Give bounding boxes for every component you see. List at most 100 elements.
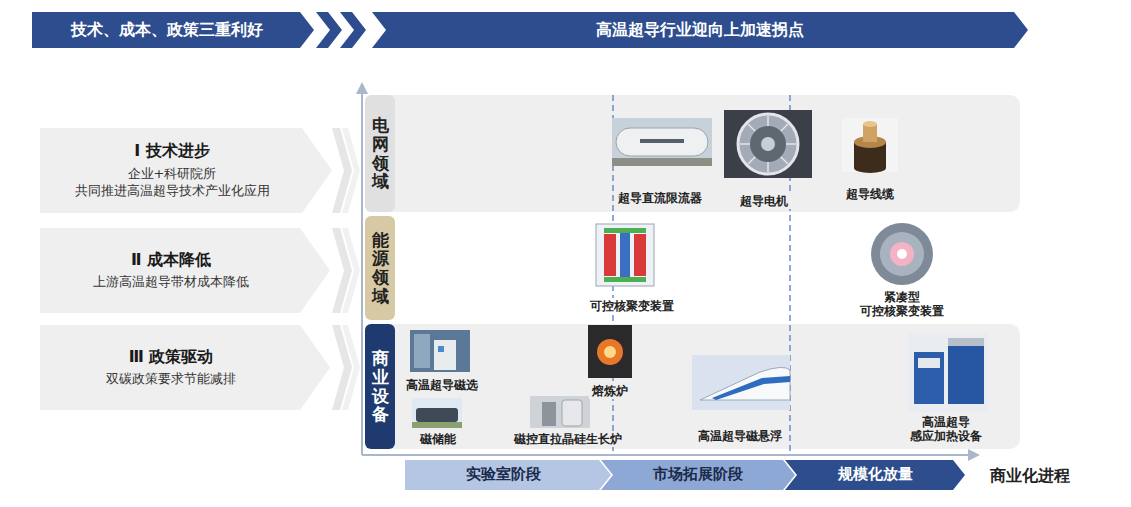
picture-ground <box>530 396 590 428</box>
band-label: 商业设备 <box>372 349 389 424</box>
machine-panel <box>438 346 444 352</box>
item-label: 熔炼炉 <box>589 383 631 399</box>
shape-fill <box>40 128 332 213</box>
picture-ground <box>412 398 462 428</box>
item-label: 高温超导 感应加热设备 <box>900 414 992 445</box>
crystal-furnace-picture <box>530 396 590 428</box>
cable-jacket <box>854 163 886 173</box>
picture-ground <box>842 118 898 172</box>
train-stripe <box>712 376 790 400</box>
driver-body: 企业+科研院所 共同推进高温超导技术产业化应用 <box>50 166 294 200</box>
driver-chevron: Ⅱ 成本降低上游高温超导带材成本降低 <box>40 228 330 313</box>
driver-body: 双碳政策要求节能减排 <box>106 371 236 388</box>
axis-label: 商业化进程 <box>987 465 1073 486</box>
band-tab: 商业设备 <box>365 324 395 449</box>
limiter-tank <box>616 128 708 156</box>
item-label: 超导线缆 <box>843 186 897 202</box>
heater-top <box>948 338 984 346</box>
plasma-glow <box>890 242 914 266</box>
picture-ground <box>908 333 988 412</box>
motor-rotor <box>750 126 786 162</box>
field-coil <box>604 234 616 276</box>
vessel-inner <box>880 232 924 276</box>
motor-spoke <box>748 124 788 164</box>
field-coil <box>634 234 646 276</box>
picture-floor <box>412 422 462 428</box>
banner-text: 高温超导行业迎向上加速拐点 <box>596 20 804 41</box>
shape-fill <box>40 228 330 313</box>
stage-arrow: 市场拓展阶段 <box>601 460 795 490</box>
band-fills <box>365 95 1020 449</box>
item-label: 磁控直拉晶硅生长炉 <box>511 431 625 447</box>
magnetic-separator-picture <box>410 330 470 372</box>
motor-housing <box>738 114 798 174</box>
shape-fill <box>601 460 795 490</box>
axis-arrowhead <box>968 449 980 461</box>
banner-arrow: 高温超导行业迎向上加速拐点 <box>372 12 1028 48</box>
shape-fill <box>32 12 314 48</box>
induction-heater-picture <box>908 333 988 412</box>
vertical-axis <box>361 92 363 455</box>
picture-ground <box>692 355 790 410</box>
vessel-outer <box>871 223 933 285</box>
driver-chevron: Ⅰ 技术进步企业+科研院所 共同推进高温超导技术产业化应用 <box>40 128 332 213</box>
central-solenoid <box>620 228 630 282</box>
motor-spoke <box>748 124 788 164</box>
tank-stripe <box>640 139 684 143</box>
shape-fill <box>405 460 611 490</box>
heater-cabinet <box>914 352 944 404</box>
item-label: 超导电机 <box>737 193 791 209</box>
stage-label: 规模化放量 <box>838 465 913 485</box>
picture-floor <box>612 158 712 166</box>
driver-chevron: Ⅲ 政策驱动双碳政策要求节能减排 <box>40 325 330 410</box>
band-label: 能源领域 <box>372 231 389 306</box>
stage-label: 市场拓展阶段 <box>653 465 743 485</box>
picture-ground <box>612 118 712 166</box>
stage-arrow: 实验室阶段 <box>405 460 611 490</box>
banner-chevron <box>340 12 366 48</box>
item-label: 可控核聚变装置 <box>587 298 677 314</box>
shape-fill <box>785 460 965 490</box>
train-body <box>700 367 790 400</box>
maglev-picture <box>692 355 790 410</box>
shape-outline <box>40 228 330 313</box>
item-label: 紧凑型 可控核聚变装置 <box>849 289 955 320</box>
machine-cabinet <box>434 340 456 370</box>
picture-ground <box>724 110 812 178</box>
stage-label: 实验室阶段 <box>466 465 541 485</box>
shape-outline <box>40 325 330 410</box>
ghost-chevron <box>342 325 360 410</box>
item-label: 高温超导磁选 <box>403 377 481 393</box>
band-tab: 能源领域 <box>365 216 395 320</box>
shape-fill <box>40 325 330 410</box>
band-tab: 电网领域 <box>365 95 395 212</box>
furnace-picture <box>588 325 632 378</box>
banner-arrow: 技术、成本、政策三重利好 <box>32 12 314 48</box>
item-label: 高温超导磁悬浮 <box>695 428 785 444</box>
ghost-chevron <box>342 128 360 213</box>
plasma-core <box>897 249 907 259</box>
driver-heading: Ⅱ 成本降低 <box>131 250 211 271</box>
furnace-chamber <box>562 400 582 426</box>
axis-arrowhead <box>356 82 368 94</box>
cable-picture <box>842 118 898 173</box>
driver-heading: Ⅰ 技术进步 <box>134 141 210 162</box>
molten-glow <box>597 339 623 365</box>
current-limiter-picture <box>612 118 712 166</box>
heater-panel <box>918 358 940 368</box>
heater-cabinet <box>948 344 984 404</box>
energy-storage-picture <box>412 398 462 428</box>
furnace-column <box>542 402 556 426</box>
motor-picture <box>724 110 812 178</box>
poloidal-coil <box>604 277 646 282</box>
stage-arrow: 规模化放量 <box>785 460 965 490</box>
ghost-chevron <box>342 228 360 313</box>
band-label: 电网领域 <box>372 116 389 191</box>
band-fill <box>365 95 1020 212</box>
banner-text: 技术、成本、政策三重利好 <box>71 20 263 41</box>
band-fill <box>365 324 1020 449</box>
molten-core <box>604 346 616 358</box>
picture-ground <box>588 325 632 378</box>
fusion-device-picture <box>596 224 654 286</box>
